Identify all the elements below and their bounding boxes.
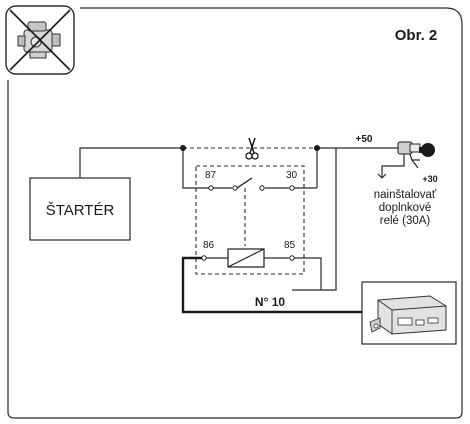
plus50-label: +50 — [356, 134, 373, 145]
relay-pin-87: 87 — [205, 170, 217, 181]
ignition-key-icon — [377, 141, 435, 179]
n10-cable — [181, 256, 372, 314]
figure-label: Obr. 2 — [395, 27, 438, 44]
starter-wire — [79, 147, 183, 178]
starter-box: ŠTARTÉR — [29, 177, 131, 241]
relay-pin-86: 86 — [203, 240, 215, 251]
relay-box — [195, 165, 305, 275]
junction-right — [314, 145, 320, 151]
cable-label: N° 10 — [255, 295, 285, 309]
no-engine-icon — [5, 5, 75, 75]
install-note-line-1: nainštalovať — [374, 189, 437, 201]
junction-left — [180, 145, 186, 151]
plus30-label: +30 — [422, 174, 437, 184]
diagram-frame — [7, 7, 463, 419]
relay-switch — [208, 177, 295, 246]
relay-coil — [201, 248, 295, 268]
install-note-line-3: relé (30A) — [380, 215, 431, 227]
control-module-icon — [361, 281, 457, 345]
scissors-icon — [245, 137, 259, 160]
left-branch-wire — [182, 148, 211, 189]
install-note-line-2: doplnkové — [379, 202, 431, 214]
relay-pin-85: 85 — [284, 240, 296, 251]
starter-label: ŠTARTÉR — [46, 202, 115, 219]
long-right-wire — [292, 148, 337, 291]
relay-pin-30: 30 — [286, 170, 298, 181]
